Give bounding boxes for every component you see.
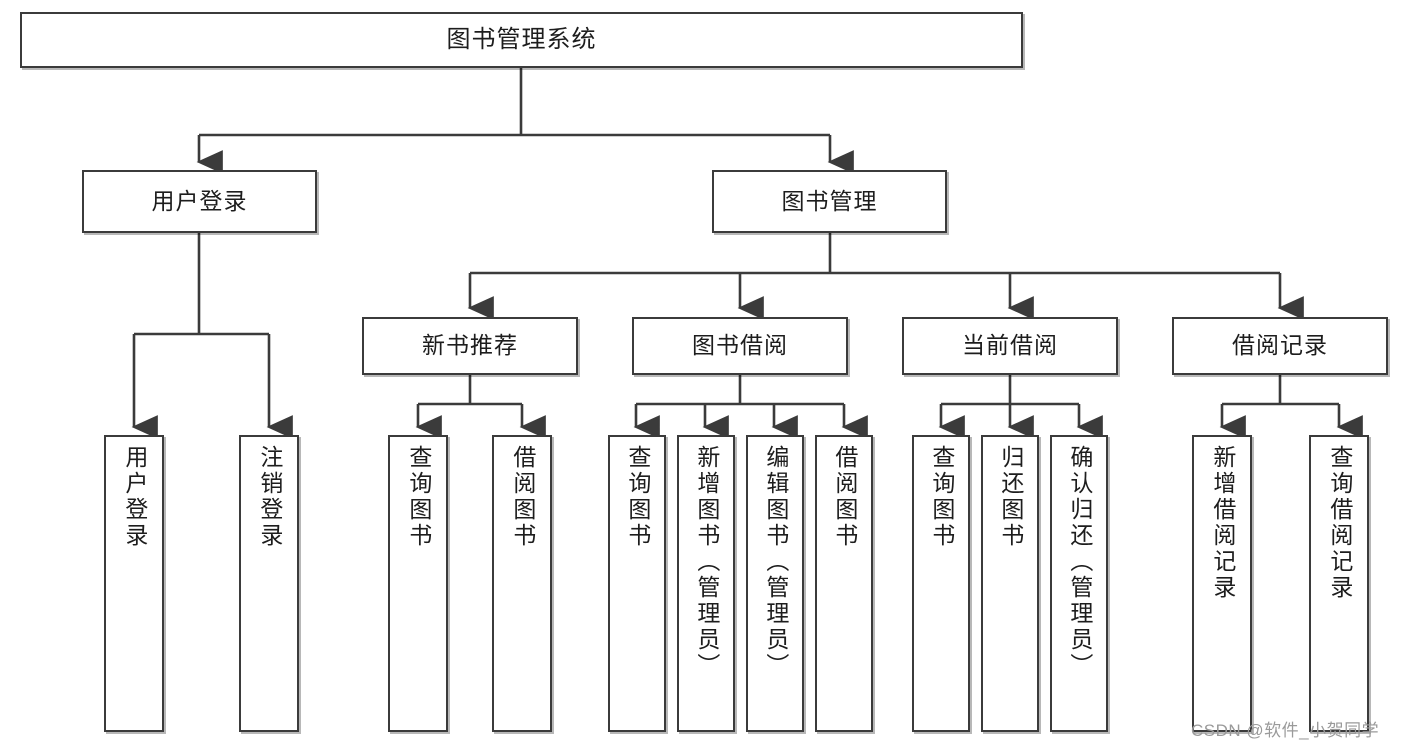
node-label: 查询图书 bbox=[405, 445, 432, 549]
node-label: 确认归还（管理员） bbox=[1066, 445, 1093, 679]
node-label: 图书借阅 bbox=[692, 332, 788, 359]
node-root-system[interactable]: 图书管理系统 bbox=[20, 12, 1023, 68]
node-leaf-return-book[interactable]: 归还图书 bbox=[981, 435, 1039, 732]
node-leaf-query-book-3[interactable]: 查询图书 bbox=[912, 435, 970, 732]
node-leaf-query-record[interactable]: 查询借阅记录 bbox=[1309, 435, 1369, 732]
node-label: 借阅记录 bbox=[1232, 332, 1328, 359]
node-leaf-query-book-1[interactable]: 查询图书 bbox=[388, 435, 448, 732]
node-label: 用户登录 bbox=[121, 445, 148, 549]
node-label: 新增借阅记录 bbox=[1209, 445, 1236, 601]
node-label: 查询图书 bbox=[624, 445, 651, 549]
node-leaf-borrow-book-1[interactable]: 借阅图书 bbox=[492, 435, 552, 732]
node-label: 借阅图书 bbox=[509, 445, 536, 549]
csdn-watermark: CSDN @软件_小贺同学 bbox=[1191, 721, 1380, 740]
node-user-login[interactable]: 用户登录 bbox=[82, 170, 317, 233]
node-leaf-edit-book[interactable]: 编辑图书（管理员） bbox=[746, 435, 804, 732]
node-label: 当前借阅 bbox=[962, 332, 1058, 359]
node-label: 编辑图书（管理员） bbox=[762, 445, 789, 679]
node-label: 图书管理系统 bbox=[446, 25, 597, 53]
node-leaf-query-book-2[interactable]: 查询图书 bbox=[608, 435, 666, 732]
node-leaf-add-record[interactable]: 新增借阅记录 bbox=[1192, 435, 1252, 732]
node-book-borrow[interactable]: 图书借阅 bbox=[632, 317, 848, 375]
node-label: 注销登录 bbox=[256, 445, 283, 549]
node-label: 用户登录 bbox=[151, 187, 248, 214]
node-label: 归还图书 bbox=[997, 445, 1024, 549]
node-leaf-user-login[interactable]: 用户登录 bbox=[104, 435, 164, 732]
node-borrow-record[interactable]: 借阅记录 bbox=[1172, 317, 1388, 375]
node-book-management[interactable]: 图书管理 bbox=[712, 170, 947, 233]
node-label: 查询图书 bbox=[928, 445, 955, 549]
node-label: 新增图书（管理员） bbox=[693, 445, 720, 679]
node-label: 图书管理 bbox=[781, 187, 878, 214]
node-label: 查询借阅记录 bbox=[1326, 445, 1353, 601]
node-leaf-borrow-book-2[interactable]: 借阅图书 bbox=[815, 435, 873, 732]
node-label: 新书推荐 bbox=[422, 332, 518, 359]
node-leaf-logout[interactable]: 注销登录 bbox=[239, 435, 299, 732]
node-current-borrow[interactable]: 当前借阅 bbox=[902, 317, 1118, 375]
node-leaf-add-book[interactable]: 新增图书（管理员） bbox=[677, 435, 735, 732]
node-label: 借阅图书 bbox=[831, 445, 858, 549]
node-new-book-recommend[interactable]: 新书推荐 bbox=[362, 317, 578, 375]
node-leaf-confirm-return[interactable]: 确认归还（管理员） bbox=[1050, 435, 1108, 732]
